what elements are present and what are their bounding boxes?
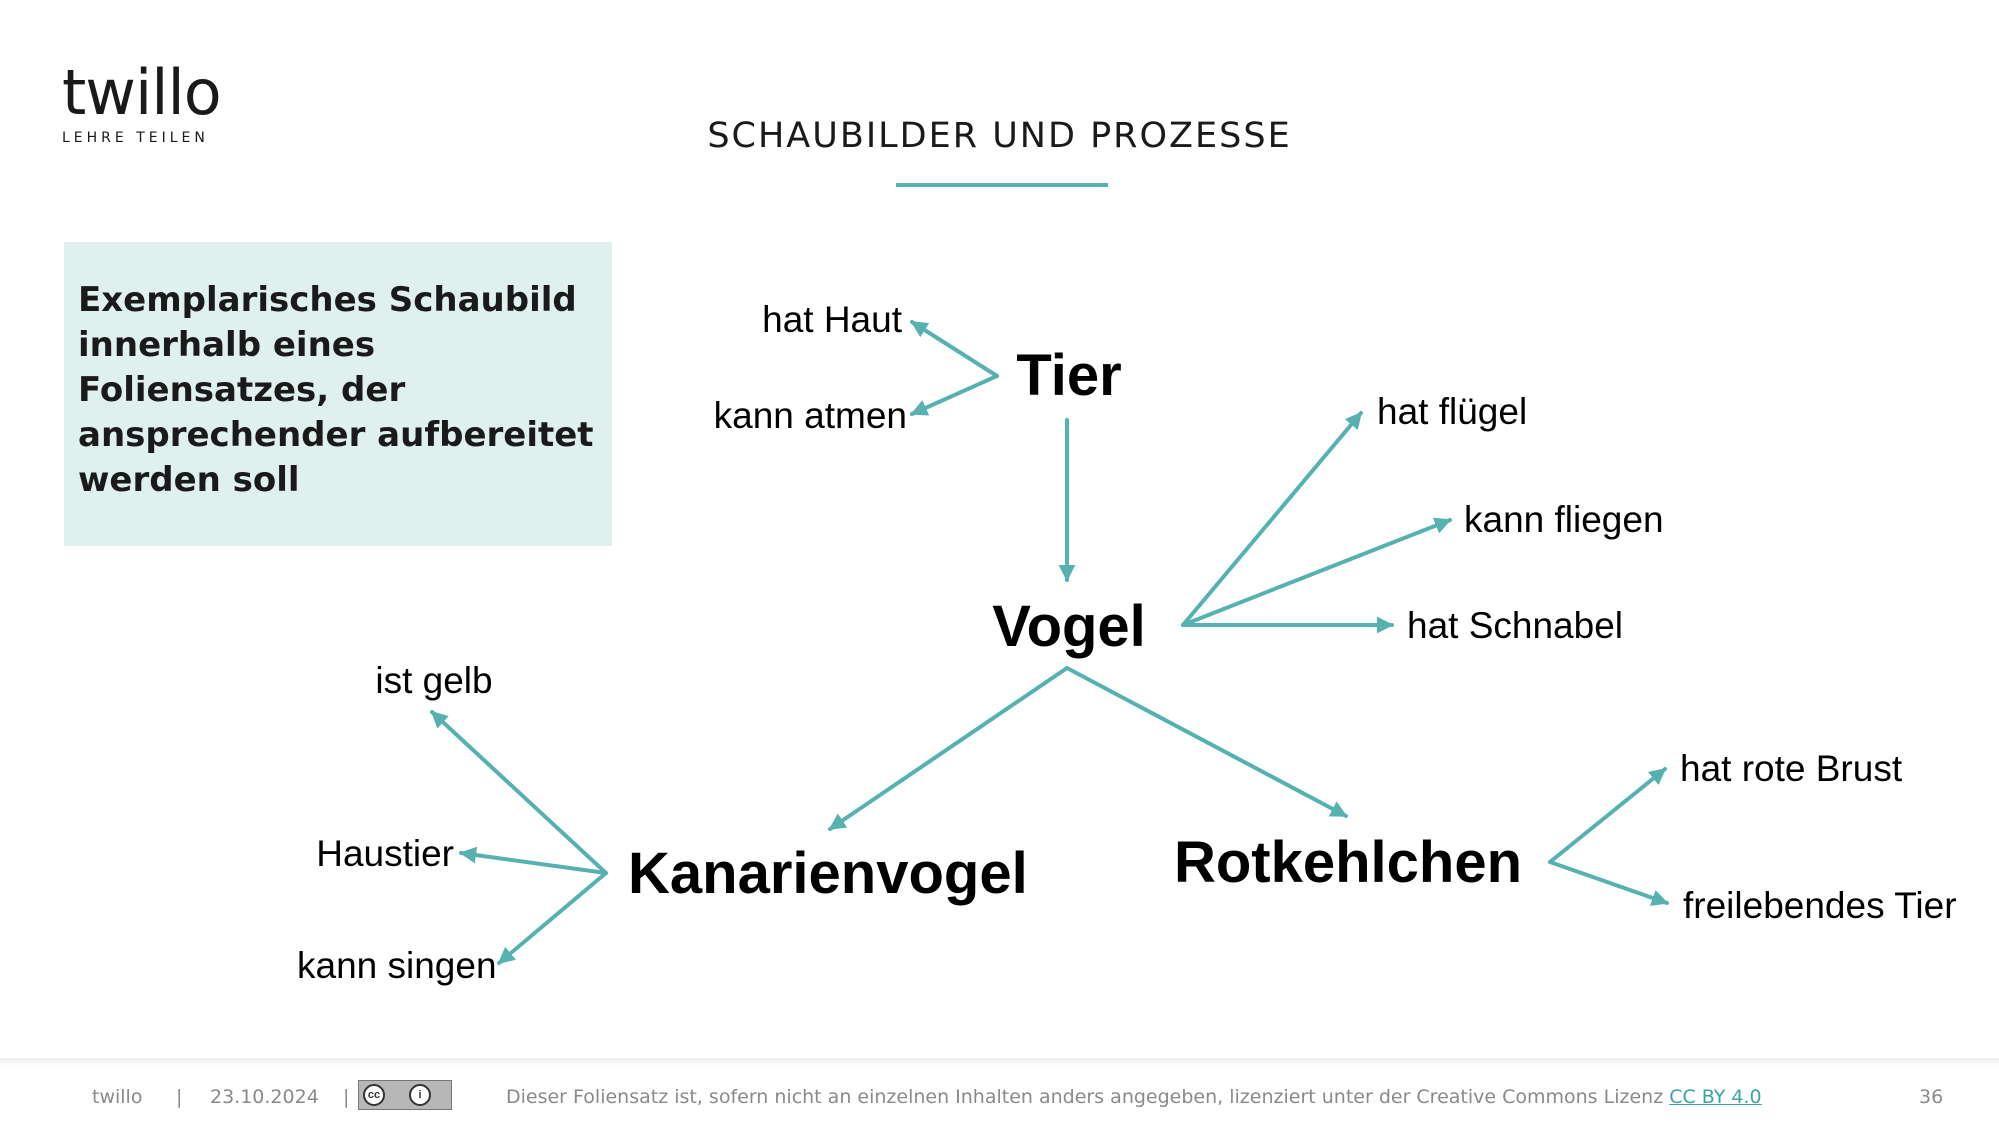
footer-brand: twillo [92,1086,143,1108]
node-tier: Tier [1016,343,1121,408]
note-text: Exemplarisches Schaubild innerhalb eines… [78,280,594,500]
arrow-rotkehlchen-hat-rote-brust [1548,767,1667,864]
node-kanarienvogel: Kanarienvogel [628,841,1028,906]
logo-wordmark: twillo [62,56,222,129]
footer-separator: | [343,1086,350,1108]
arrow-rotkehlchen-freilebendes-tier [1548,860,1669,906]
by-person-icon: i [409,1084,431,1106]
arrow-vogel-hat-fluegel [1181,411,1363,627]
logo-tagline: LEHRE TEILEN [62,130,209,146]
node-vogel: Vogel [992,594,1146,659]
page-number: 36 [1919,1086,1944,1108]
footer-divider [0,1058,1999,1066]
node-rotkehlchen: Rotkehlchen [1174,830,1522,895]
label-hat-fluegel: hat flügel [1377,391,1527,432]
label-freilebendes-tier: freilebendes Tier [1683,885,1957,926]
label-ist-gelb: ist gelb [375,660,492,701]
arrow-kanarienvogel-kann-singen [497,871,608,965]
label-hat-schnabel: hat Schnabel [1407,605,1623,646]
arrow-vogel-rotkehlchen [1065,666,1348,818]
arrow-tier-kann-atmen [910,374,999,416]
footer-date: 23.10.2024 [210,1086,319,1108]
label-kann-singen: kann singen [297,945,497,986]
label-kann-fliegen: kann fliegen [1464,499,1664,540]
twillo-logo: twillo LEHRE TEILEN [62,56,222,147]
arrow-vogel-kanarienvogel [828,666,1069,831]
label-hat-haut: hat Haut [762,299,903,340]
arrow-kanarienvogel-ist-gelb [430,710,608,875]
label-haustier: Haustier [316,833,454,874]
footer-license-text: Dieser Foliensatz ist, sofern nicht an e… [506,1086,1762,1108]
slide-title: SCHAUBILDER UND PROZESSE [707,116,1292,156]
cc-by-icon[interactable]: cc i [358,1080,452,1110]
license-prefix: Dieser Foliensatz ist, sofern nicht an e… [506,1086,1664,1108]
arrow-kanarienvogel-haustier [459,846,608,875]
title-underline [896,183,1108,187]
arrow-tier-hat-haut [910,320,999,378]
note-box: Exemplarisches Schaubild innerhalb eines… [64,242,612,546]
cc-circle-icon: cc [363,1084,385,1106]
label-hat-rote-brust: hat rote Brust [1680,748,1903,789]
label-kann-atmen: kann atmen [714,395,907,436]
footer-separator: | [176,1086,183,1108]
license-link[interactable]: CC BY 4.0 [1669,1086,1762,1108]
footer: twillo | 23.10.2024 | Dieser Foliensatz … [0,1086,1999,1110]
arrow-vogel-kann-fliegen [1181,517,1452,627]
